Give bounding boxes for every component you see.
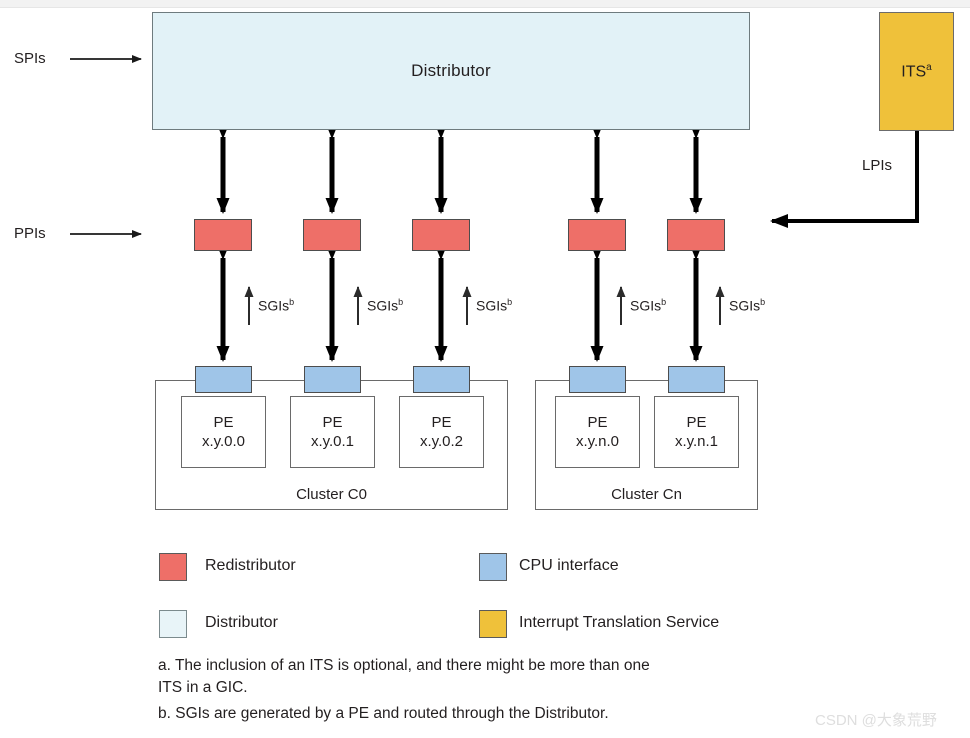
spis-label: SPIs [14,50,46,67]
sgis-text: SGIs [258,297,290,314]
pe-label-line1: PE [322,413,343,431]
legend-label-its: Interrupt Translation Service [519,614,720,631]
sgis-label-2: SGIsb [476,297,512,314]
cpu-interface-2[interactable] [413,366,470,393]
sgis-label-3: SGIsb [630,297,666,314]
its-label: ITSa [901,62,931,81]
footnote-a: a. The inclusion of an ITS is optional, … [158,657,650,697]
pe-label-line2: x.y.n.1 [674,433,719,450]
legend-label-distributor: Distributor [205,614,278,631]
legend-swatch-its [479,610,507,638]
cpu-interface-3[interactable] [569,366,626,393]
pe-label-line1: PE [686,413,707,431]
distributor-block[interactable]: Distributor [152,12,750,130]
top-strip [0,0,970,8]
ppis-label: PPIs [14,225,46,242]
pe-label-line1: PE [431,413,452,431]
sgis-marker: b [661,297,667,307]
sgis-marker: b [507,297,513,307]
legend-swatch-cpu-interface [479,553,507,581]
pe-x-y-0-1[interactable]: PE x.y.0.1 [290,396,375,468]
pe-label-line1: PE [213,413,234,431]
cluster-cn[interactable]: Cluster Cn [535,380,758,510]
lpis-label: LPIs [862,157,893,174]
its-label-text: ITS [901,63,927,81]
redistributor-4[interactable] [667,219,725,251]
pe-label-line2: x.y.0.0 [201,433,246,450]
watermark: CSDN @大象荒野 [815,712,937,729]
its-footnote-marker: a [926,61,932,73]
pe-label-line2: x.y.n.0 [575,433,620,450]
pe-x-y-n-1[interactable]: PE x.y.n.1 [654,396,739,468]
sgis-marker: b [398,297,404,307]
cpu-interface-1[interactable] [304,366,361,393]
its-block[interactable]: ITSa [879,12,954,131]
sgis-text: SGIs [476,297,508,314]
sgis-label-4: SGIsb [729,297,765,314]
legend-label-redistributor: Redistributor [205,557,296,574]
cpu-interface-0[interactable] [195,366,252,393]
sgis-text: SGIs [630,297,662,314]
redistributor-3[interactable] [568,219,626,251]
cluster-cn-label: Cluster Cn [611,486,682,503]
pe-label-line1: PE [587,413,608,431]
pe-label-line2: x.y.0.2 [419,433,464,450]
pe-x-y-0-2[interactable]: PE x.y.0.2 [399,396,484,468]
legend-label-cpu-interface: CPU interface [519,557,619,574]
distributor-label: Distributor [411,61,491,80]
sgis-marker: b [760,297,766,307]
sgis-label-1: SGIsb [367,297,403,314]
cpu-interface-4[interactable] [668,366,725,393]
pe-label-line2: x.y.0.1 [310,433,355,450]
sgis-text: SGIs [729,297,761,314]
pe-x-y-0-0[interactable]: PE x.y.0.0 [181,396,266,468]
redistributor-2[interactable] [412,219,470,251]
footnote-b: b. SGIs are generated by a PE and routed… [158,705,609,722]
legend-swatch-distributor [159,610,187,638]
pe-x-y-n-0[interactable]: PE x.y.n.0 [555,396,640,468]
redistributor-1[interactable] [303,219,361,251]
sgis-label-0: SGIsb [258,297,294,314]
sgis-text: SGIs [367,297,399,314]
lpis-connector [770,131,919,228]
legend-swatch-redistributor [159,553,187,581]
sgis-marker: b [289,297,295,307]
cluster-c0-label: Cluster C0 [296,486,367,503]
redistributor-0[interactable] [194,219,252,251]
